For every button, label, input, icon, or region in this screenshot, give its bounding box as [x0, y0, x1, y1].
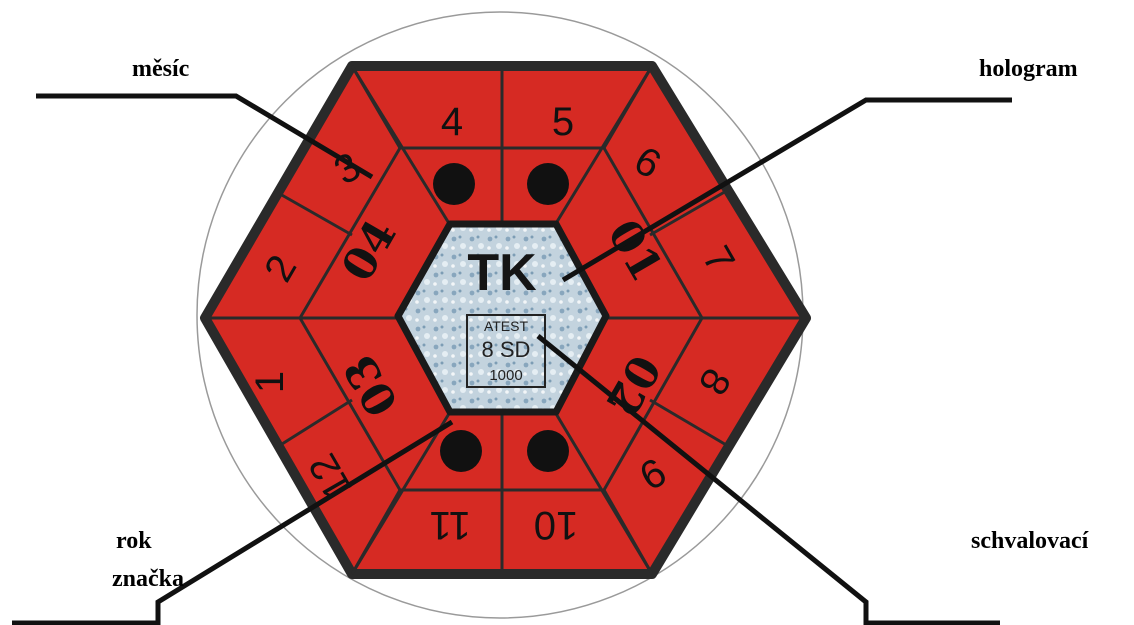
hologram-text: TK	[467, 244, 537, 302]
label-hologram: hologram	[979, 56, 1078, 82]
month-1: 1	[248, 371, 292, 393]
label-month: měsíc	[132, 56, 189, 82]
label-approval: schvalovací	[971, 528, 1088, 554]
punch-dot	[440, 430, 482, 472]
punch-dot	[527, 163, 569, 205]
approval-line-2: 8 SD	[482, 337, 531, 362]
month-11: 11	[429, 503, 471, 547]
approval-line-1: ATEST	[484, 318, 529, 334]
month-10: 10	[534, 503, 579, 547]
punch-dot	[433, 163, 475, 205]
label-year: rok	[116, 528, 152, 554]
approval-line-3: 1000	[489, 367, 522, 384]
label-mark: značka	[112, 566, 184, 592]
month-5: 5	[552, 100, 574, 144]
punch-dot	[527, 430, 569, 472]
month-4: 4	[441, 100, 463, 144]
